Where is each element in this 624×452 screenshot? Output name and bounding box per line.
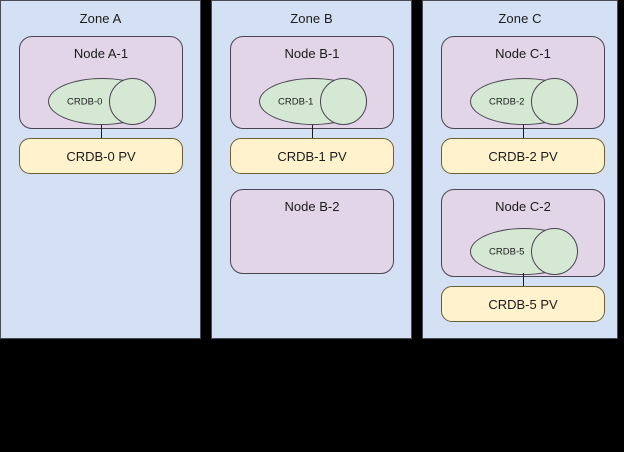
- connector-node-a-1-pv: [101, 125, 102, 140]
- node-c-2-title: Node C-2: [495, 199, 551, 214]
- node-a-1[interactable]: Node A-1 CRDB-0: [19, 36, 183, 129]
- node-b-2[interactable]: Node B-2: [230, 189, 394, 274]
- pod-cylinder-cap: [531, 228, 578, 275]
- pv-crdb-5[interactable]: CRDB-5 PV: [441, 286, 605, 322]
- pod-crdb-5[interactable]: CRDB-5: [470, 228, 578, 275]
- zone-a[interactable]: Zone A Node A-1 CRDB-0 CRDB-0 PV: [0, 0, 201, 339]
- node-c-1-title: Node C-1: [495, 46, 551, 61]
- zone-b-title: Zone B: [290, 11, 333, 26]
- pod-crdb-1[interactable]: CRDB-1: [259, 78, 367, 125]
- pod-crdb-2[interactable]: CRDB-2: [470, 78, 578, 125]
- pv-crdb-2[interactable]: CRDB-2 PV: [441, 138, 605, 174]
- pod-cylinder-cap: [109, 78, 156, 125]
- pv-crdb-1[interactable]: CRDB-1 PV: [230, 138, 394, 174]
- node-b-1-title: Node B-1: [284, 46, 340, 61]
- pod-crdb-0-label: CRDB-0: [67, 96, 103, 107]
- node-b-2-title: Node B-2: [284, 199, 340, 214]
- pv-crdb-0[interactable]: CRDB-0 PV: [19, 138, 183, 174]
- pod-cylinder-cap: [320, 78, 367, 125]
- node-b-1[interactable]: Node B-1 CRDB-1: [230, 36, 394, 129]
- pod-cylinder-cap: [531, 78, 578, 125]
- pv-crdb-2-label: CRDB-2 PV: [488, 148, 558, 164]
- pod-crdb-5-label: CRDB-5: [489, 246, 525, 257]
- connector-node-c-2-pv: [523, 273, 524, 287]
- node-a-1-title: Node A-1: [73, 46, 129, 61]
- node-c-1[interactable]: Node C-1 CRDB-2: [441, 36, 605, 129]
- zone-c[interactable]: Zone C Node C-1 CRDB-2 CRDB-2 PV Node C-…: [422, 0, 618, 339]
- pv-crdb-1-label: CRDB-1 PV: [277, 148, 347, 164]
- zone-b[interactable]: Zone B Node B-1 CRDB-1 CRDB-1 PV Node B-…: [211, 0, 412, 339]
- node-c-2[interactable]: Node C-2 CRDB-5: [441, 189, 605, 277]
- pod-crdb-0[interactable]: CRDB-0: [48, 78, 156, 125]
- zone-a-title: Zone A: [79, 11, 122, 26]
- pv-crdb-5-label: CRDB-5 PV: [488, 296, 558, 312]
- pod-crdb-1-label: CRDB-1: [278, 96, 314, 107]
- pod-crdb-2-label: CRDB-2: [489, 96, 525, 107]
- connector-node-b-1-pv: [312, 125, 313, 140]
- zone-c-title: Zone C: [498, 11, 542, 26]
- connector-node-c-1-pv: [523, 125, 524, 140]
- pv-crdb-0-label: CRDB-0 PV: [66, 148, 136, 164]
